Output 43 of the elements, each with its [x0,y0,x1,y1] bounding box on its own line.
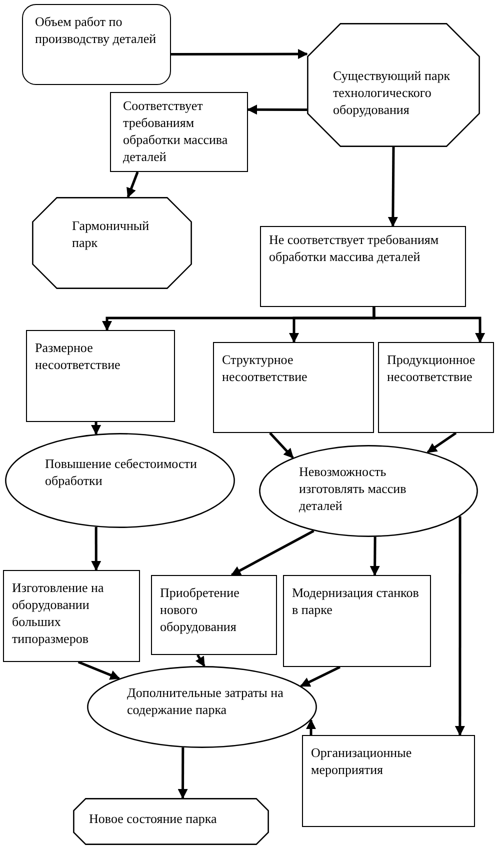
node-text: Гармоничный парк [72,217,150,251]
arrow [269,432,294,459]
arrow [91,422,102,436]
node-text: Дополнительные затраты на содержание парка [127,684,284,718]
rounded-box [22,4,171,85]
process-box [3,570,140,662]
arrow [78,660,120,680]
node-text: Соответствует требованиям обработки массива деталей [123,97,229,165]
arrow [247,104,307,115]
node-text: Изготовление на оборудовании больших типоразмеров [12,579,105,647]
arrow [91,526,102,571]
arrow [370,536,380,576]
arrow [454,516,465,736]
process-box [213,342,374,433]
node-text: Размерное несоответствие [35,339,122,373]
arrow [300,666,341,688]
process-box [283,575,431,667]
node-text: Существующий парк технологического оборудования [333,67,452,118]
process-box [302,735,475,827]
process-box [378,342,494,433]
arrow [126,172,139,198]
arrow [230,530,314,576]
arrow [426,432,457,454]
node-text: Структурное несоответствие [222,351,308,385]
node-text: Приобретение нового оборудования [160,584,240,635]
process-box [151,575,277,655]
node-text: Не соответствует требованиям обработки массива деталей [269,231,440,265]
node-text: Невозможность изготовлять массив деталей [299,463,408,514]
node-text: Организационные мероприятия [311,744,413,778]
process-box [26,330,175,422]
node-text: Новое состояние парка [89,810,218,827]
arrow [372,307,486,343]
node-text: Модернизация станков в парке [292,584,420,618]
arrow [171,49,308,60]
arrow [388,147,398,227]
arrow [306,719,316,735]
arrow [178,747,188,799]
process-box [260,226,466,307]
node-text: Продукционное несоответствие [387,351,476,385]
node-text: Повышение себестоимости обработки [45,455,198,489]
process-box [110,92,248,172]
node-text: Объем работ по производству деталей [35,13,158,47]
arrow [195,654,206,667]
